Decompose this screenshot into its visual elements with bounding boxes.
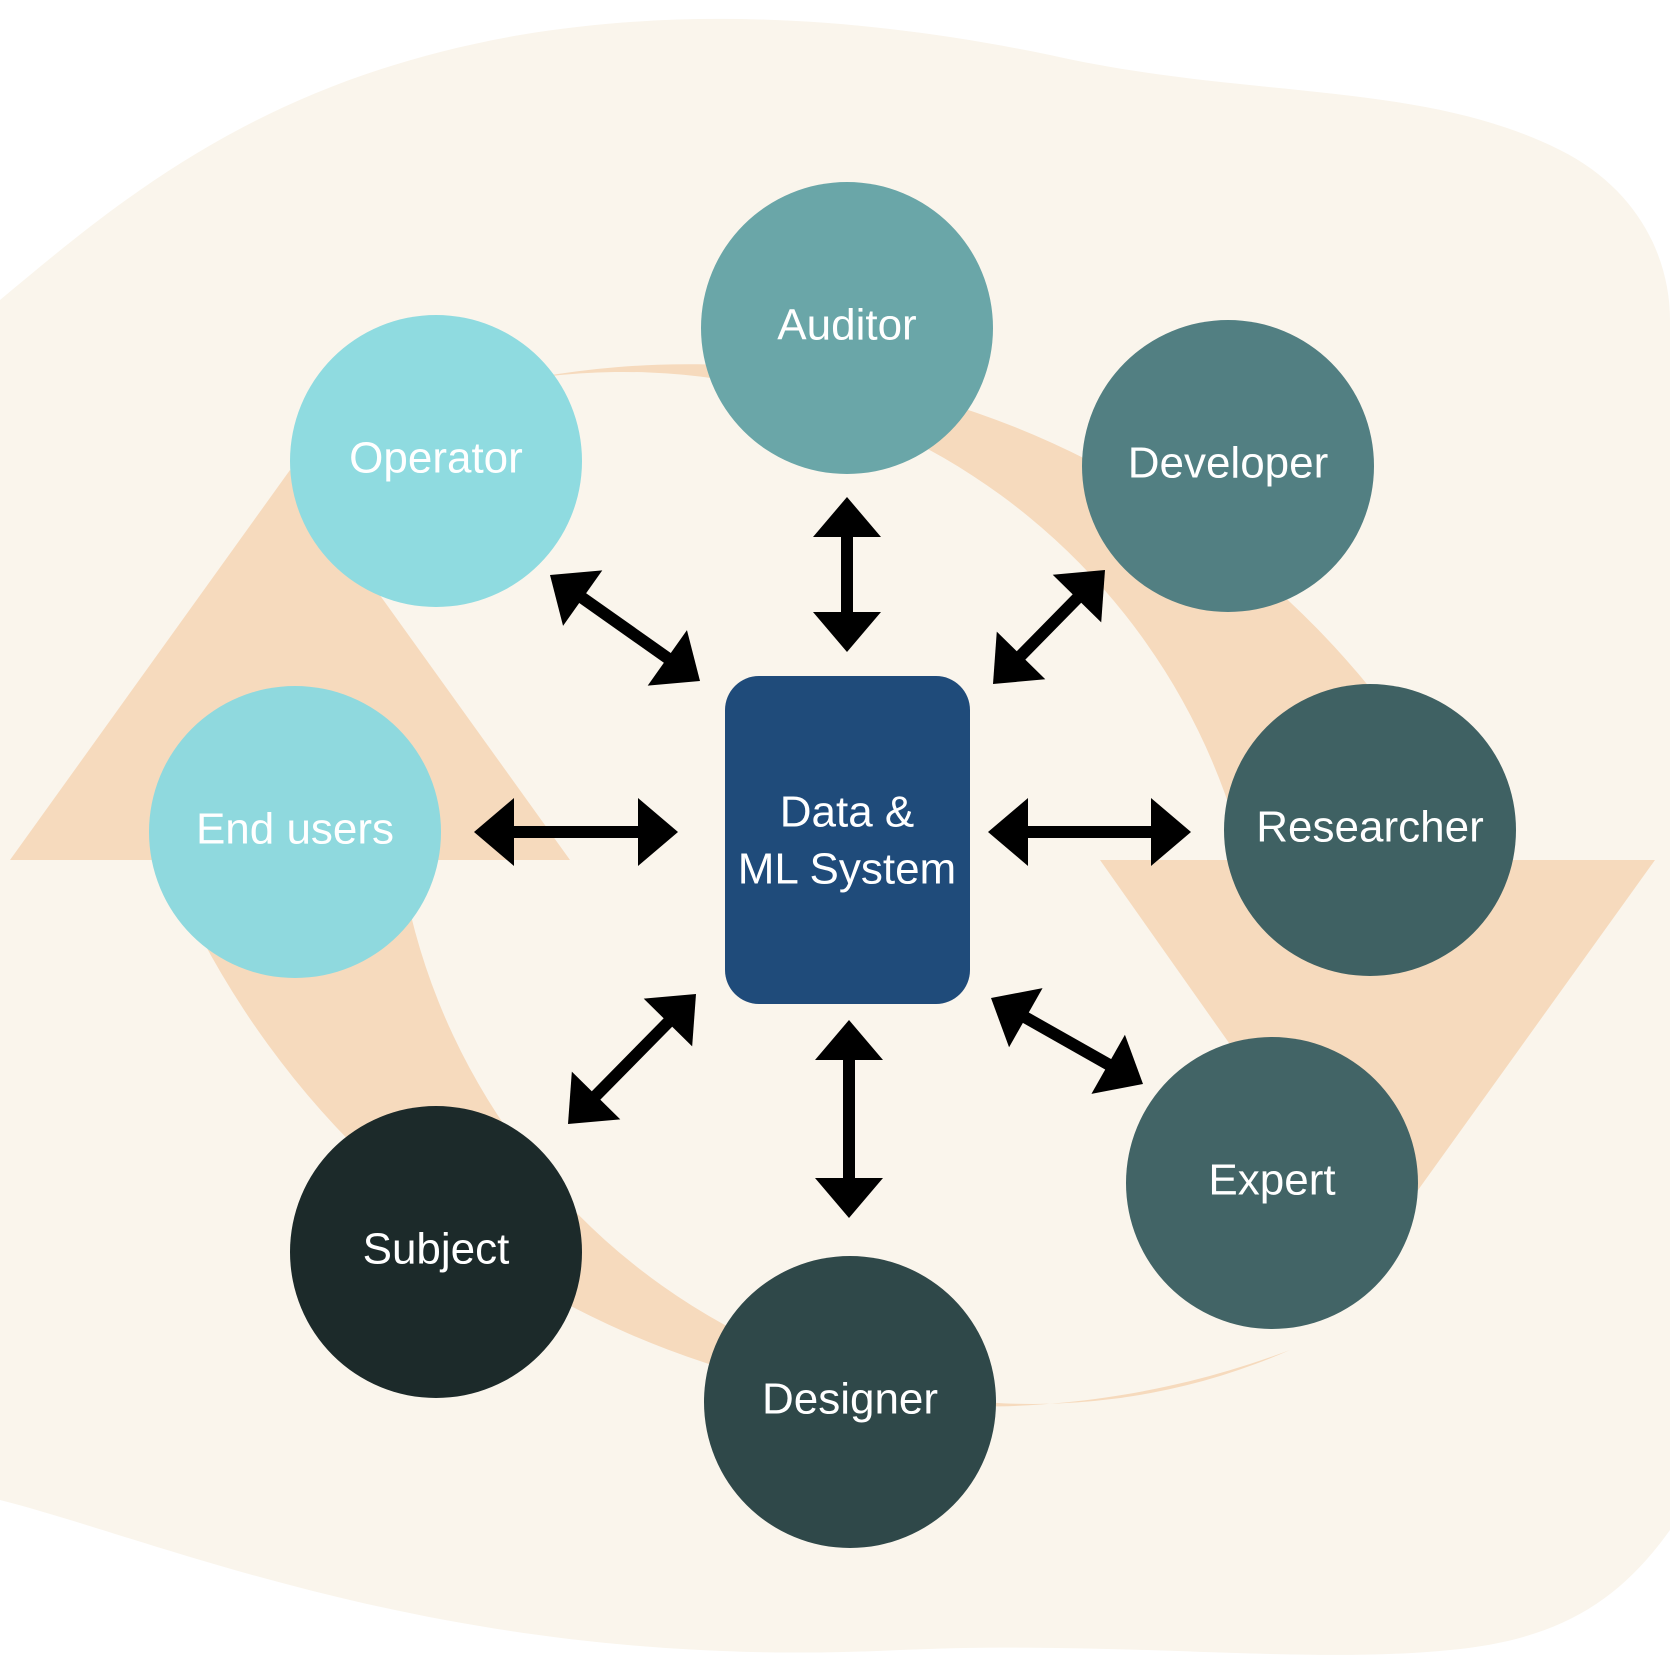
arrow-head bbox=[568, 1071, 621, 1124]
node-circle[interactable] bbox=[1224, 684, 1516, 976]
arrow-head bbox=[550, 570, 603, 626]
node-circle[interactable] bbox=[149, 686, 441, 978]
node-label: Designer bbox=[762, 1375, 938, 1424]
arrow-head bbox=[1052, 570, 1105, 623]
node-developer[interactable]: Developer bbox=[1082, 320, 1374, 612]
arrow-subject bbox=[568, 994, 696, 1124]
arrow-head bbox=[815, 1178, 883, 1218]
center-label-line1: Data & bbox=[780, 788, 915, 837]
arrow-head bbox=[813, 497, 881, 537]
arrow-head bbox=[1091, 1034, 1143, 1094]
arrow-head bbox=[638, 798, 678, 866]
arrow-expert bbox=[991, 988, 1143, 1094]
arrow-end-users bbox=[474, 798, 678, 866]
node-researcher[interactable]: Researcher bbox=[1224, 684, 1516, 976]
cycle-arrowhead-left bbox=[10, 470, 570, 860]
arrow-researcher bbox=[988, 798, 1191, 866]
center-system[interactable]: Data & ML System bbox=[725, 676, 970, 1004]
node-circle[interactable] bbox=[1082, 320, 1374, 612]
arrow-operator bbox=[550, 570, 700, 686]
arrow-head bbox=[991, 988, 1043, 1048]
node-operator[interactable]: Operator bbox=[290, 315, 582, 607]
stakeholder-nodes: AuditorDeveloperResearcherExpertDesigner… bbox=[149, 182, 1516, 1548]
node-expert[interactable]: Expert bbox=[1126, 1037, 1418, 1329]
node-label: Researcher bbox=[1256, 803, 1483, 852]
arrow-head bbox=[815, 1020, 883, 1060]
cycle-arc-right bbox=[380, 364, 1480, 860]
node-circle[interactable] bbox=[1126, 1037, 1418, 1329]
node-designer[interactable]: Designer bbox=[704, 1256, 996, 1548]
node-circle[interactable] bbox=[290, 1106, 582, 1398]
arrow-head bbox=[988, 798, 1028, 866]
center-label-line2: ML System bbox=[738, 845, 956, 894]
arrow-auditor bbox=[813, 497, 881, 652]
arrow-head bbox=[474, 798, 514, 866]
center-box[interactable] bbox=[725, 676, 970, 1004]
arrow-shaft bbox=[1015, 1008, 1119, 1074]
arrow-head bbox=[993, 631, 1046, 684]
cycle-arrowhead-right bbox=[1100, 860, 1655, 1250]
arrow-developer bbox=[993, 570, 1105, 684]
node-end-users[interactable]: End users bbox=[149, 686, 441, 978]
arrow-head bbox=[813, 612, 881, 652]
node-label: End users bbox=[196, 805, 394, 854]
node-auditor[interactable]: Auditor bbox=[701, 182, 993, 474]
arrow-shaft bbox=[1011, 588, 1087, 666]
arrow-head bbox=[647, 630, 700, 686]
node-label: Operator bbox=[349, 434, 523, 483]
arrow-shaft bbox=[586, 1012, 678, 1106]
node-circle[interactable] bbox=[704, 1256, 996, 1548]
arrow-head bbox=[1151, 798, 1191, 866]
node-circle[interactable] bbox=[290, 315, 582, 607]
node-label: Auditor bbox=[777, 301, 916, 350]
node-subject[interactable]: Subject bbox=[290, 1106, 582, 1398]
node-label: Expert bbox=[1208, 1156, 1335, 1205]
node-label: Subject bbox=[363, 1225, 510, 1274]
arrow-shaft bbox=[572, 588, 678, 668]
connection-arrows bbox=[474, 497, 1191, 1218]
node-circle[interactable] bbox=[701, 182, 993, 474]
arrow-designer bbox=[815, 1020, 883, 1218]
node-label: Developer bbox=[1128, 439, 1329, 488]
arrow-head bbox=[643, 994, 696, 1047]
